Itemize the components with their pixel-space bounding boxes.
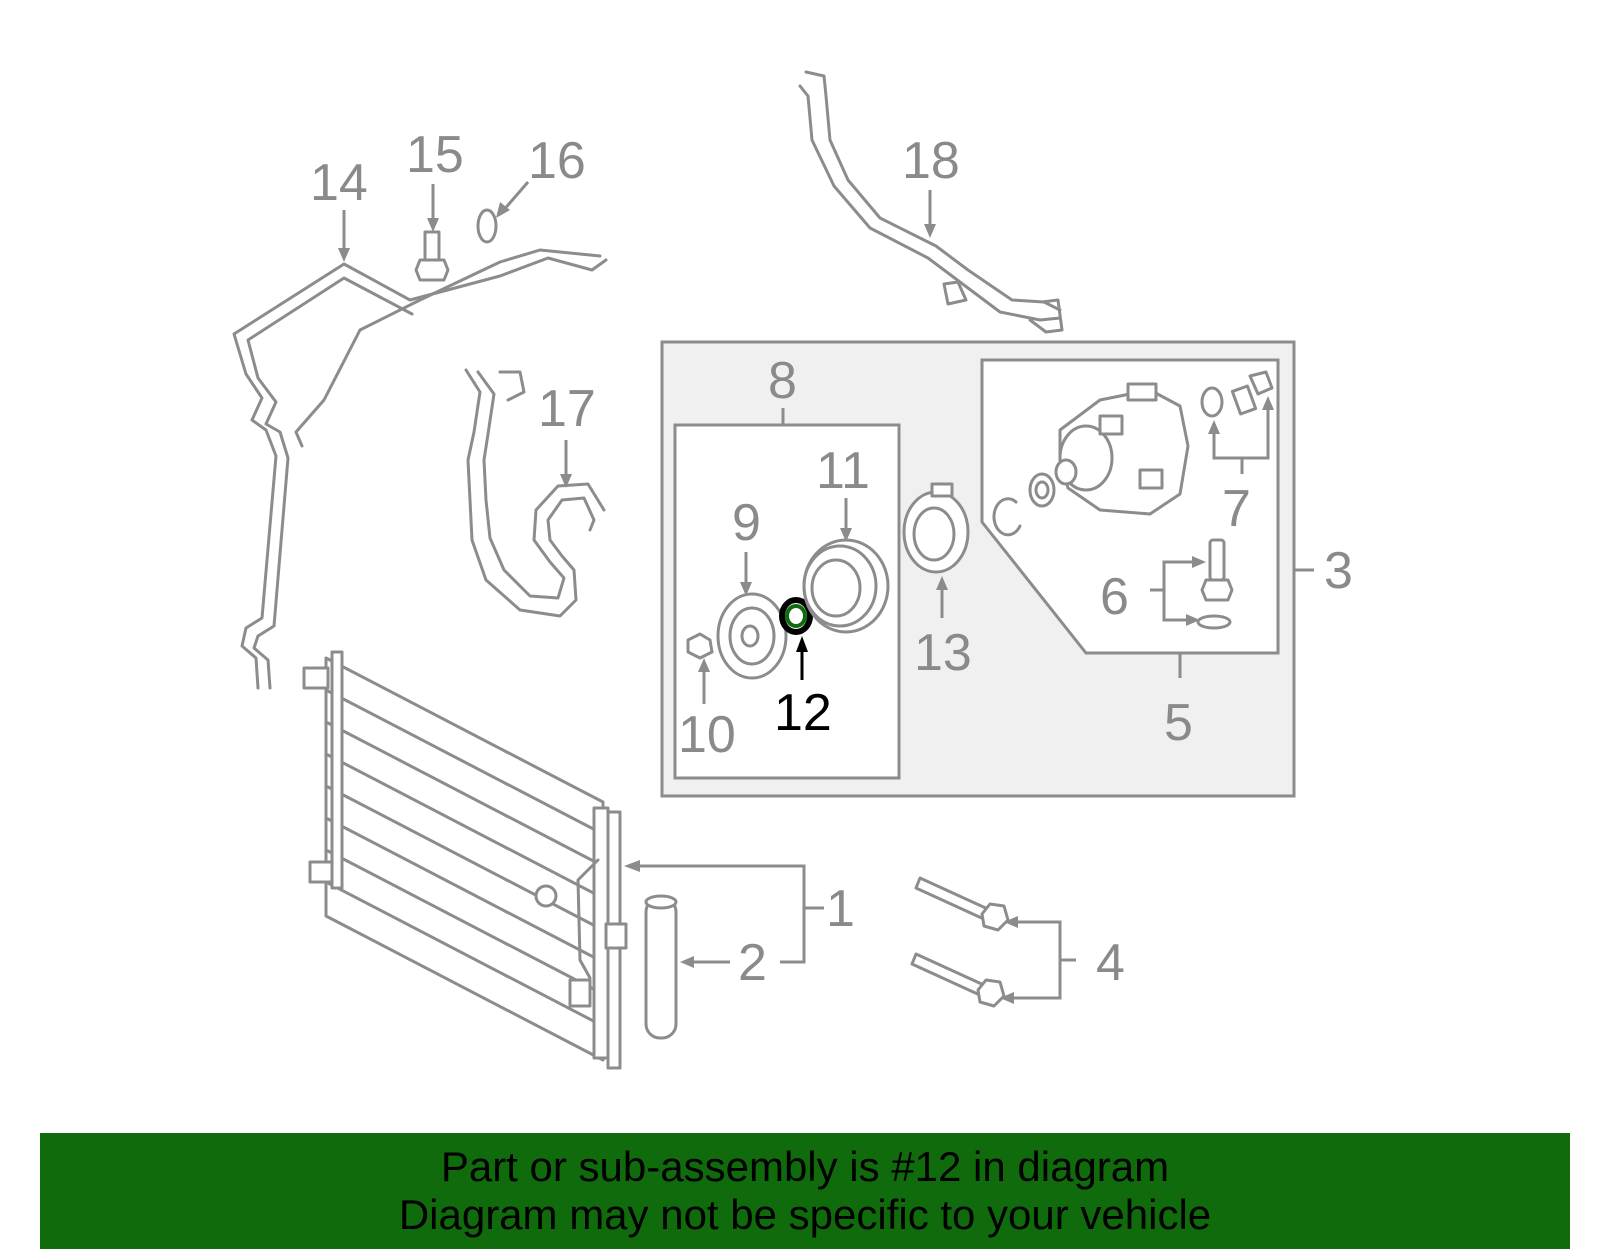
- receiver-drier-icon: [644, 894, 678, 1040]
- callout-9: 9: [732, 494, 761, 552]
- callout-14: 14: [310, 154, 368, 212]
- callout-1: 1: [826, 880, 855, 938]
- callout-10: 10: [678, 706, 736, 764]
- leader-lines: [338, 181, 1314, 1004]
- ac-line-14-icon: [232, 248, 608, 690]
- callout-8: 8: [768, 352, 797, 410]
- bolt-6-icon: [1200, 538, 1234, 602]
- shim-12-icon: [779, 597, 813, 635]
- shim-12-highlight: [785, 604, 807, 628]
- bolts-4-icon: [910, 876, 1010, 1008]
- highlight-banner: Part or sub-assembly is #12 in diagram D…: [40, 1133, 1570, 1249]
- callout-7: 7: [1222, 480, 1251, 538]
- hose-17-icon: [464, 368, 606, 618]
- ac-line-18-icon: [798, 70, 1064, 334]
- bolt-7-icon: [1230, 370, 1274, 416]
- nut-10-icon: [686, 632, 714, 660]
- coil-13-icon: [902, 482, 970, 574]
- callout-3: 3: [1324, 542, 1353, 600]
- callout-16: 16: [528, 132, 586, 190]
- bolt-15-icon: [414, 230, 450, 282]
- compressor-icon: [992, 382, 1190, 537]
- callout-17: 17: [538, 380, 596, 438]
- callout-5: 5: [1164, 694, 1193, 752]
- callout-6: 6: [1100, 568, 1129, 626]
- callout-4: 4: [1096, 934, 1125, 992]
- o-ring-6-icon: [1196, 614, 1232, 630]
- o-ring-16-icon: [476, 208, 498, 244]
- callout-13: 13: [914, 624, 972, 682]
- callout-11: 11: [816, 442, 870, 500]
- callout-15: 15: [406, 126, 464, 184]
- o-ring-7-icon: [1200, 386, 1224, 418]
- callout-12: 12: [774, 684, 832, 742]
- pulley-11-icon: [802, 538, 890, 634]
- callout-2: 2: [738, 934, 767, 992]
- banner-line-part-number: Part or sub-assembly is #12 in diagram: [440, 1143, 1170, 1190]
- clutch-plate-9-icon: [716, 592, 788, 680]
- banner-line-disclaimer: Diagram may not be specific to your vehi…: [398, 1191, 1212, 1238]
- condenser-icon: [302, 650, 628, 1070]
- callout-18: 18: [902, 132, 960, 190]
